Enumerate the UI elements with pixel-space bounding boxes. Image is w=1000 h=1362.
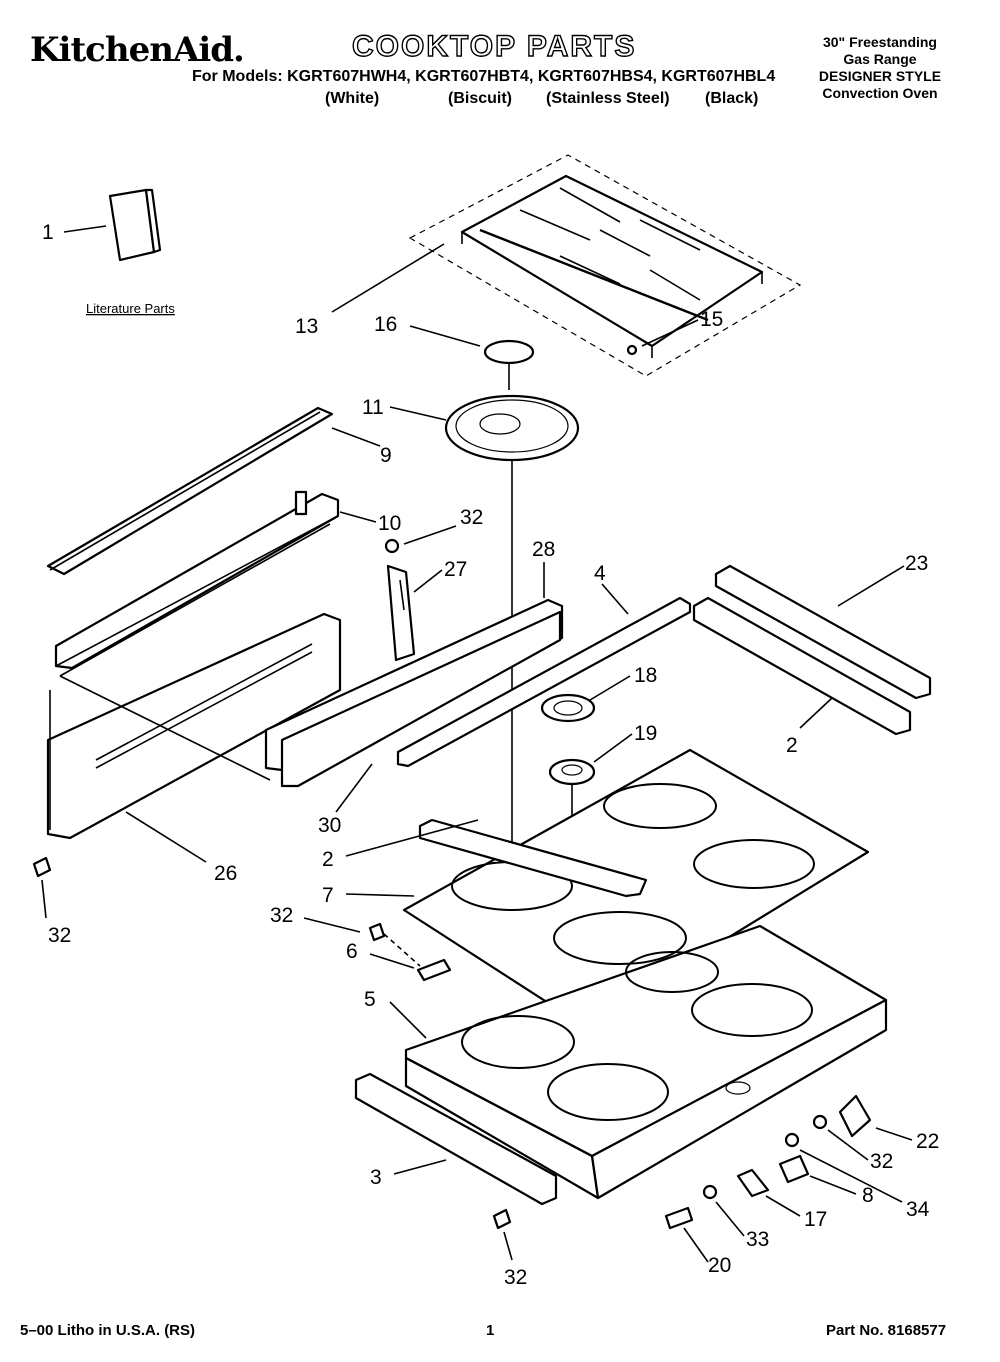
callout-33: 33 (746, 1228, 769, 1251)
callout-17: 17 (804, 1208, 827, 1231)
color-stainless: (Stainless Steel) (546, 90, 670, 107)
screw-33 (702, 1184, 718, 1200)
callout-28: 28 (532, 538, 555, 561)
range-style: DESIGNER STYLE (818, 68, 942, 84)
cooktop-top (402, 748, 870, 1028)
range-description: 30" Freestanding Gas Range DESIGNER STYL… (800, 34, 960, 102)
bracket (386, 564, 416, 662)
color-white: (White) (325, 90, 380, 107)
page-title: COOKTOP PARTS (351, 29, 637, 63)
burner-box (404, 924, 888, 1200)
callout-32b: 32 (48, 924, 71, 947)
rear-panel (280, 610, 562, 788)
valve-plate (838, 1094, 872, 1138)
callout-15: 15 (700, 308, 723, 331)
screw-32e (492, 1208, 512, 1230)
callout-6: 6 (346, 940, 358, 963)
front-trim (354, 1072, 558, 1206)
burner-base-18 (540, 693, 596, 723)
callout-16: 16 (374, 313, 397, 336)
screw-32c (368, 922, 421, 967)
clip (416, 958, 452, 982)
callout-11: 11 (362, 396, 384, 419)
manifold-panel (46, 612, 342, 840)
callout-32e: 32 (504, 1266, 527, 1289)
side-strip-23 (692, 564, 932, 736)
clamp-20 (664, 1206, 694, 1230)
callout-2b: 2 (322, 848, 334, 871)
rear-channel (54, 490, 340, 677)
callout-4: 4 (594, 562, 606, 585)
part-number: Part No. 8168577 (826, 1322, 947, 1339)
callout-22: 22 (916, 1130, 939, 1153)
literature-label: Literature Parts (86, 301, 175, 316)
spark-module (778, 1154, 810, 1184)
brand-logo: KitchenAid. (30, 30, 245, 70)
burner-cap (483, 339, 535, 390)
range-type: Gas Range (843, 51, 917, 67)
color-black: (Black) (705, 90, 759, 107)
range-oven: Convection Oven (822, 85, 938, 101)
models-line: For Models: KGRT607HWH4, KGRT607HBT4, KG… (192, 68, 776, 85)
grate (408, 154, 802, 377)
callout-30: 30 (318, 814, 341, 837)
range-size: 30" Freestanding (822, 34, 937, 50)
callout-7: 7 (322, 884, 334, 907)
callout-32c: 32 (270, 904, 293, 927)
callout-10: 10 (378, 512, 401, 535)
callout-13: 13 (295, 315, 318, 338)
page-number: 1 (486, 1322, 495, 1339)
callout-5: 5 (364, 988, 376, 1011)
callout-19: 19 (634, 722, 657, 745)
callout-27: 27 (444, 558, 467, 581)
trim-strip (46, 406, 334, 576)
callout-34: 34 (906, 1198, 930, 1221)
callout-18: 18 (634, 664, 657, 687)
callout-8: 8 (862, 1184, 874, 1207)
burner-base-19 (548, 758, 596, 830)
callout-23: 23 (905, 552, 928, 575)
screw-34 (784, 1132, 800, 1148)
callout-32d: 32 (870, 1150, 893, 1173)
literature-booklet (108, 188, 162, 262)
screw-32b (32, 856, 52, 878)
callout-20: 20 (708, 1254, 731, 1277)
color-biscuit: (Biscuit) (448, 90, 512, 107)
callout-3: 3 (370, 1166, 382, 1189)
callout-26: 26 (214, 862, 237, 885)
callout-1: 1 (42, 221, 54, 244)
litho-note: 5–00 Litho in U.S.A. (RS) (20, 1322, 196, 1339)
callout-9: 9 (380, 444, 392, 467)
callout-32a: 32 (460, 506, 483, 529)
screw-32d (812, 1114, 828, 1130)
burner-ring (444, 394, 580, 900)
screw-32a (384, 538, 400, 554)
callout-2a: 2 (786, 734, 798, 757)
side-strip-4 (396, 596, 692, 768)
orifice-17 (736, 1168, 770, 1198)
